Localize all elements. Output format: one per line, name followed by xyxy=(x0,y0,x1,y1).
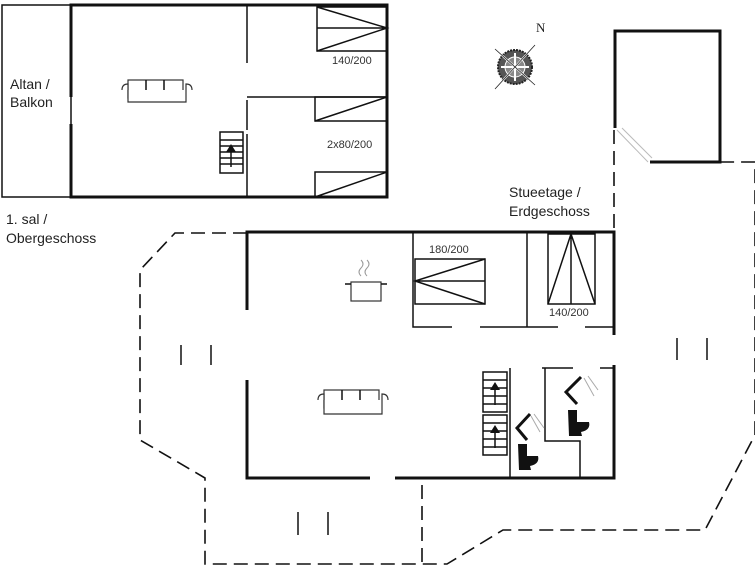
toilet-icon xyxy=(518,444,539,470)
shower-icon xyxy=(563,375,599,406)
upper-floor-label-line2: Obergeschoss xyxy=(6,230,97,246)
bed xyxy=(547,231,596,305)
bed-size-label: 140/200 xyxy=(549,307,589,319)
toilet-icon xyxy=(568,410,590,436)
bed xyxy=(314,96,388,122)
balcony-label-line2: Balkon xyxy=(10,94,53,110)
cooking-pot-icon xyxy=(345,259,387,302)
sofa-icon xyxy=(317,389,389,415)
bed-size-label: 180/200 xyxy=(429,244,469,256)
bed-size-label: 2x80/200 xyxy=(327,139,373,151)
upper-floor xyxy=(1,3,390,199)
terrace-outline xyxy=(139,130,755,565)
ground-floor xyxy=(245,230,616,480)
upper-floor-label-line1: 1. sal / xyxy=(6,211,48,227)
bed xyxy=(412,258,486,305)
balcony xyxy=(1,4,72,198)
stairs-icon xyxy=(219,131,244,174)
bed xyxy=(316,6,390,52)
ground-floor-label-line2: Erdgeschoss xyxy=(509,203,590,219)
compass-icon xyxy=(494,44,536,90)
outbuilding xyxy=(613,29,722,164)
bed-size-label: 140/200 xyxy=(332,55,372,67)
stairs-icon xyxy=(482,371,508,456)
ground-floor-label-line1: Stueetage / xyxy=(509,184,581,200)
balcony-label-line1: Altan / xyxy=(10,76,50,92)
compass-north-label: N xyxy=(536,20,546,35)
sofa-icon xyxy=(121,79,193,103)
shower-icon xyxy=(515,412,545,441)
bed xyxy=(314,171,388,198)
